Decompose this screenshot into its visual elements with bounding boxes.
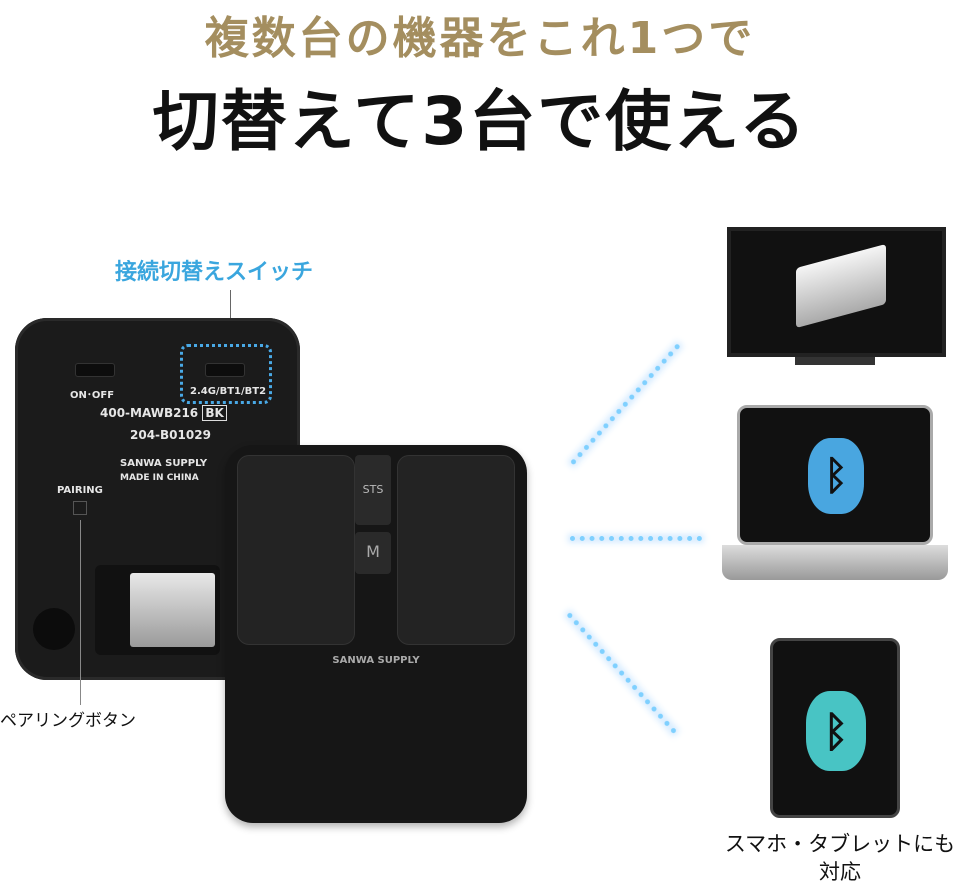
signal-line-laptop: [570, 536, 702, 541]
device-caption: スマホ・タブレットにも 対応: [700, 830, 960, 886]
power-label: ON･OFF: [70, 390, 115, 401]
mode-switch: [205, 363, 245, 377]
bluetooth-icon: ᛒ: [806, 691, 866, 771]
tv-image: [727, 227, 946, 357]
brand-label: SANWA SUPPLY: [120, 458, 208, 469]
switch-highlight: [180, 344, 272, 404]
switch-callout: 接続切替えスイッチ: [115, 260, 314, 285]
bluetooth-icon: ᛒ: [808, 438, 864, 514]
front-brand: SANWA SUPPLY: [332, 655, 420, 666]
color-code: BK: [202, 405, 227, 421]
pairing-callout: ペアリングボタン: [0, 711, 136, 731]
caption-line1: スマホ・タブレットにも: [724, 832, 956, 856]
tablet-image: ᛒ: [770, 638, 900, 818]
pairing-line: [80, 520, 81, 705]
usb-plug: [130, 573, 215, 647]
mode-label: 2.4G/BT1/BT2: [190, 386, 267, 397]
headline-line2: 切替えて3台で使える: [152, 83, 808, 160]
signal-line-tv: [570, 343, 681, 466]
model-label: 400-MAWB216 BK: [100, 405, 227, 421]
right-button: [397, 455, 515, 645]
laptop-image: ᛒ: [737, 405, 933, 545]
laptop-keyboard: [722, 545, 948, 580]
pairing-label: PAIRING: [57, 485, 103, 496]
dongle-on-tv: [796, 243, 886, 329]
origin-label: MADE IN CHINA: [120, 473, 199, 483]
sts-button: STS: [355, 455, 391, 525]
model-number: 400-MAWB216: [100, 406, 199, 420]
tv-stand: [795, 357, 875, 365]
cert-number: 204-B01029: [130, 428, 211, 442]
mouse-front-image: STS M SANWA SUPPLY: [225, 445, 527, 823]
headline-line1: 複数台の機器をこれ1つで: [204, 13, 756, 64]
usb-dongle: [95, 565, 220, 655]
left-button: [237, 455, 355, 645]
signal-line-tablet: [566, 612, 678, 735]
power-switch: [75, 363, 115, 377]
pairing-button: [73, 501, 87, 515]
caption-line2: 対応: [819, 860, 861, 884]
mode-button: M: [355, 532, 391, 574]
sensor-knob: [33, 608, 75, 650]
